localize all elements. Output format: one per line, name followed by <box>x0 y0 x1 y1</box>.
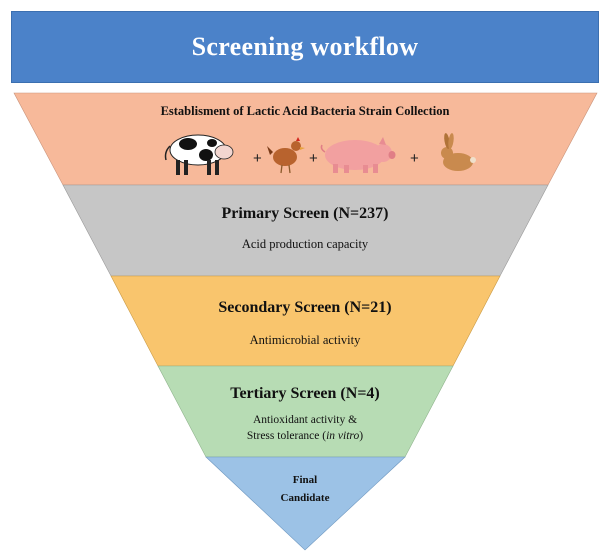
tertiary-screen-line2: Stress tolerance (in vitro) <box>200 430 410 442</box>
tertiary-line2-prefix: Stress tolerance ( <box>246 430 327 442</box>
pig-icon <box>320 137 396 173</box>
page-title: Screening workflow <box>191 32 419 61</box>
tertiary-line2-suffix: ) <box>359 430 364 442</box>
secondary-band <box>110 275 501 367</box>
chicken-icon <box>267 137 305 174</box>
cow-icon <box>164 134 234 175</box>
primary-band <box>62 184 549 277</box>
final-candidate-line2: Candidate <box>280 492 330 504</box>
final-band <box>205 456 406 551</box>
tertiary-line2-italic: in vitro <box>326 430 360 442</box>
plus-sign: + <box>253 150 262 167</box>
plus-sign: + <box>309 150 318 167</box>
primary-screen-subtitle: Acid production capacity <box>241 237 369 251</box>
final-candidate-line1: Final <box>292 474 318 486</box>
rabbit-icon <box>441 133 476 171</box>
tertiary-band <box>157 365 454 458</box>
secondary-screen-subtitle: Antimicrobial activity <box>249 333 361 347</box>
secondary-screen-title: Secondary Screen (N=21) <box>218 299 392 316</box>
primary-screen-title: Primary Screen (N=237) <box>221 205 389 222</box>
header-banner: Screening workflow <box>11 11 599 83</box>
collection-title: Establisment of Lactic Acid Bacteria Str… <box>160 104 450 118</box>
plus-sign: + <box>410 150 419 167</box>
tertiary-screen-title: Tertiary Screen (N=4) <box>230 385 380 402</box>
tertiary-screen-line1: Antioxidant activity & <box>252 414 358 426</box>
